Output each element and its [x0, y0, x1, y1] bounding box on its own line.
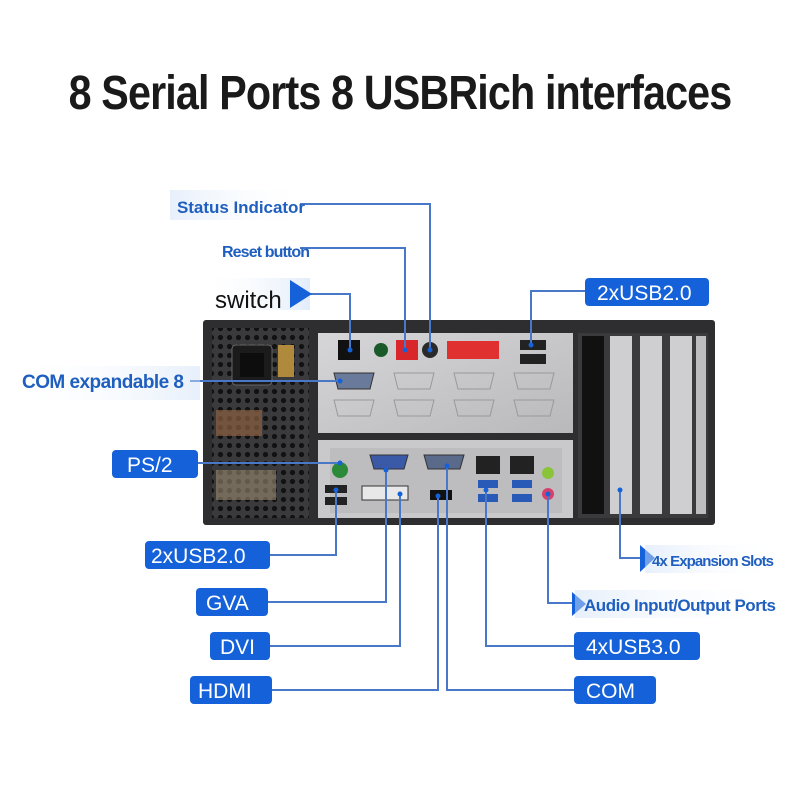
pill-dvi [210, 632, 270, 660]
com-port-6 [393, 399, 435, 417]
label-usb2-bottom: 2xUSB2.0 [151, 545, 246, 568]
expansion-slot-1 [610, 336, 632, 514]
line-expansion-slots [619, 490, 640, 559]
com-port-2 [393, 372, 435, 390]
label-switch: switch [215, 287, 282, 314]
com-port-5 [333, 399, 375, 417]
line-switch [300, 293, 351, 350]
label-ps2: PS/2 [127, 454, 173, 477]
switch-tag-arrow [290, 280, 312, 308]
expansion-slot-4 [696, 336, 706, 514]
usb3-port-4 [512, 494, 532, 502]
voltage-switch [278, 345, 294, 377]
leader-lines [190, 203, 640, 691]
line-reset-button [300, 247, 406, 350]
hdmi-port [430, 490, 452, 500]
pill-usb2-bottom [145, 541, 270, 569]
line-usb3 [485, 490, 574, 647]
pill-com [574, 676, 656, 704]
line-com [446, 466, 574, 691]
line-usb2-bottom [270, 490, 337, 556]
page-title: 8 Serial Ports 8 USBRich interfaces [68, 67, 733, 120]
pill-ps2 [112, 450, 198, 478]
line-status-indicator [300, 203, 431, 350]
com-port-3 [453, 372, 495, 390]
com-port-4 [513, 372, 555, 390]
usb3-port-1 [478, 480, 498, 488]
com-port-7 [453, 399, 495, 417]
label-expansion-slots: 4x Expansion Slots [652, 553, 774, 570]
label-com: COM [586, 680, 635, 703]
pill-hdmi [190, 676, 272, 704]
com-ports [333, 372, 555, 417]
red-label-plate [447, 341, 499, 359]
line-gva [268, 470, 387, 603]
line-usb2-top [530, 290, 585, 345]
expansion-slot-3 [670, 336, 692, 514]
pill-usb3 [574, 632, 700, 660]
com-rear-port [423, 454, 465, 470]
line-dots [333, 342, 623, 499]
label-gva: GVA [206, 592, 249, 615]
expansion-slot-2 [640, 336, 662, 514]
pill-gva [196, 588, 268, 616]
label-status-indicator: Status Indicator [177, 198, 305, 217]
status-led [374, 343, 388, 357]
ps2-port [332, 462, 348, 478]
usb3-port-3 [512, 480, 532, 488]
lan-port-2 [510, 456, 534, 474]
label-audio-ports: Audio Input/Output Ports [584, 596, 776, 615]
card-bracket [582, 336, 604, 514]
com-port-8 [513, 399, 555, 417]
vga-port [369, 454, 409, 470]
line-dvi [270, 494, 401, 647]
usb3-port-2 [478, 494, 498, 502]
label-hdmi: HDMI [198, 680, 252, 703]
usb-port-top-2 [520, 354, 546, 364]
label-com-expandable: COM expandable 8 [22, 372, 184, 393]
label-usb3: 4xUSB3.0 [586, 636, 681, 659]
label-reset-button: Reset button [222, 244, 310, 261]
audio-line-out [542, 467, 554, 479]
pill-usb2-top [585, 278, 709, 306]
com-port-1 [333, 372, 375, 390]
label-usb2-top: 2xUSB2.0 [597, 282, 692, 305]
label-dvi: DVI [220, 636, 255, 659]
lan-port-1 [476, 456, 500, 474]
line-audio [547, 494, 574, 604]
line-hdmi [272, 496, 439, 691]
